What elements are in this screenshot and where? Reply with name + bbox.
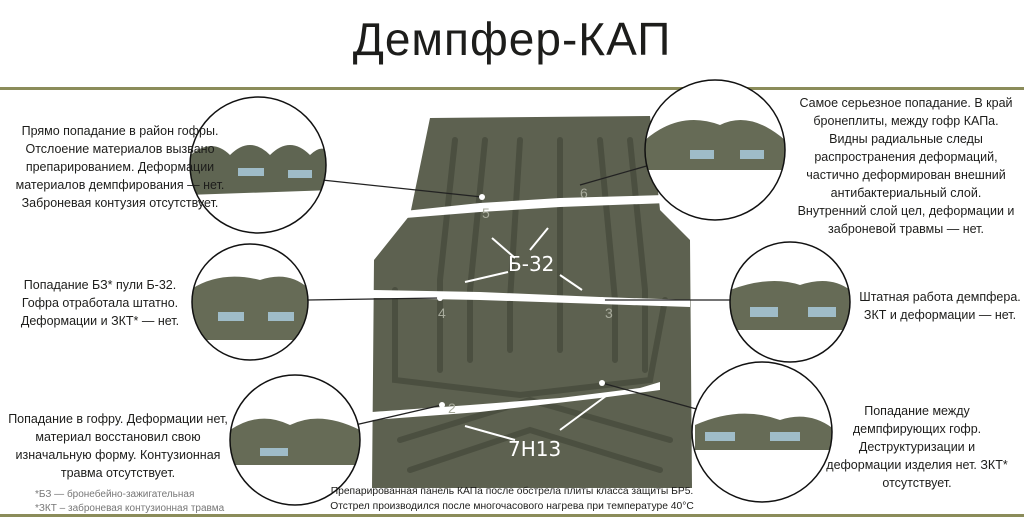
annotation-right-top: Самое серьезное попадание. В край бронеп… [797,96,1015,236]
hit-number: 2 [448,400,456,416]
label-b32: Б-32 [508,252,555,276]
crack-upper [393,195,668,219]
footnote-bz: *БЗ — бронебейно-зажигательная [35,489,195,500]
connector-lines [307,164,730,426]
hit-number: 3 [605,305,613,321]
annotation-right-bottom: Попадание между демпфирующих гофр. Дестр… [826,404,1008,490]
hit-number: 4 [438,305,446,321]
caption-line: Препарированная панель КАПа после обстре… [330,486,694,497]
annotation-left-top: Прямо попадание в район гофры. Отслоение… [15,124,225,210]
hit-number: 5 [482,205,490,221]
detail-circles [189,79,851,506]
footnote-zkt: *ЗКТ – заброневая контузионная травма [35,503,225,514]
arrows [464,227,607,441]
bottom-divider [0,514,1024,517]
top-divider [0,87,1024,90]
annotation-left-bottom: Попадание в гофру. Деформации нет, матер… [8,412,228,480]
caption-line: Отстрел производился после многочасового… [330,501,694,512]
annotation-left-middle: Попадание БЗ* пули Б-32. Гофра отработал… [20,278,180,328]
annotation-right-middle: Штатная работа демпфера. ЗКТ и деформаци… [859,290,1021,322]
panel-caption: Препарированная панель КАПа после обстре… [312,484,712,514]
crack-lower [372,382,660,420]
footnotes: *БЗ — бронебейно-зажигательная *ЗКТ – за… [35,488,224,516]
hit-points [437,194,605,408]
label-7n13: 7Н13 [508,437,562,461]
hit-number: 6 [580,185,588,201]
page-title: Демпфер-КАП [352,13,672,65]
crack-middle [372,290,690,307]
